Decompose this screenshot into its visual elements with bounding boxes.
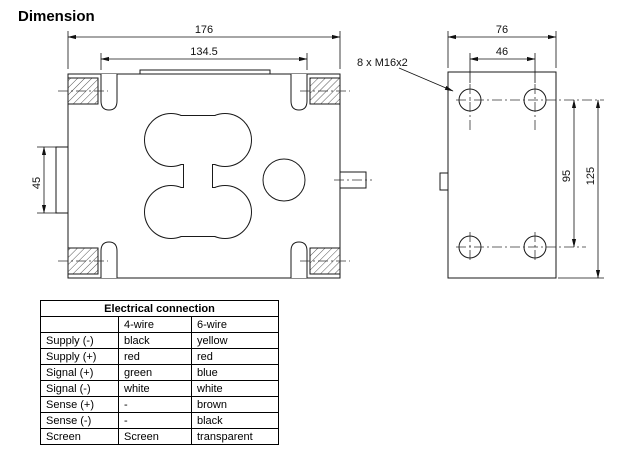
dim-label-left-height: 45 <box>31 177 43 189</box>
cell-4wire: green <box>118 364 192 381</box>
table-row: Sense (+) - brown <box>40 396 279 413</box>
side-left-tab <box>439 172 449 191</box>
dim-label-side-width: 76 <box>496 24 508 36</box>
cell-4wire: white <box>118 380 192 397</box>
table-header-row: 4-wire 6-wire <box>40 316 279 333</box>
row-label: Supply (-) <box>40 332 119 349</box>
cell-6wire: brown <box>191 396 279 413</box>
dim-label-hole-pitch: 95 <box>561 170 573 182</box>
row-label: Sense (-) <box>40 412 119 429</box>
cell-4wire: red <box>118 348 192 365</box>
bone-cutout <box>144 113 252 239</box>
table-title: Electrical connection <box>40 300 279 317</box>
electrical-connection-table: Electrical connection 4-wire 6-wire Supp… <box>40 300 279 445</box>
cell-4wire: - <box>118 396 192 413</box>
cell-6wire: white <box>191 380 279 397</box>
cell-4wire: black <box>118 332 192 349</box>
side-view <box>439 71 557 279</box>
front-view <box>55 69 367 279</box>
front-dimension-lines <box>37 31 341 214</box>
front-center-lines <box>58 90 372 262</box>
thread-label: 8 x M16x2 <box>357 57 408 69</box>
dim-label-side-height: 125 <box>585 167 597 185</box>
dim-label-inner-width: 134.5 <box>190 46 218 58</box>
table-row: Sense (-) - black <box>40 412 279 429</box>
front-hole <box>262 158 306 202</box>
front-top-pad <box>139 69 271 74</box>
table-row: Signal (-) white white <box>40 380 279 397</box>
cell-6wire: black <box>191 412 279 429</box>
table-row: Screen Screen transparent <box>40 428 279 445</box>
dim-label-hole-span: 46 <box>496 46 508 58</box>
front-left-tab <box>55 146 69 214</box>
dim-label-outer-width: 176 <box>195 24 213 36</box>
side-dimension-lines <box>398 31 604 279</box>
row-label: Screen <box>40 428 119 445</box>
row-label: Sense (+) <box>40 396 119 413</box>
row-label: Supply (+) <box>40 348 119 365</box>
row-label: Signal (-) <box>40 380 119 397</box>
header-4wire: 4-wire <box>118 316 192 333</box>
header-blank <box>40 316 119 333</box>
header-6wire: 6-wire <box>191 316 279 333</box>
flexure-slots <box>100 74 308 278</box>
cell-6wire: blue <box>191 364 279 381</box>
table-row: Supply (+) red red <box>40 348 279 365</box>
cell-6wire: red <box>191 348 279 365</box>
cell-4wire: - <box>118 412 192 429</box>
page-title: Dimension <box>18 8 95 25</box>
side-center-lines <box>456 84 604 262</box>
cell-6wire: yellow <box>191 332 279 349</box>
table-row: Supply (-) black yellow <box>40 332 279 349</box>
table-title-row: Electrical connection <box>40 300 279 317</box>
cell-6wire: transparent <box>191 428 279 445</box>
cell-4wire: Screen <box>118 428 192 445</box>
row-label: Signal (+) <box>40 364 119 381</box>
thread-leader-line <box>398 67 454 92</box>
technical-drawing: 176 134.5 45 <box>31 24 604 279</box>
table-row: Signal (+) green blue <box>40 364 279 381</box>
